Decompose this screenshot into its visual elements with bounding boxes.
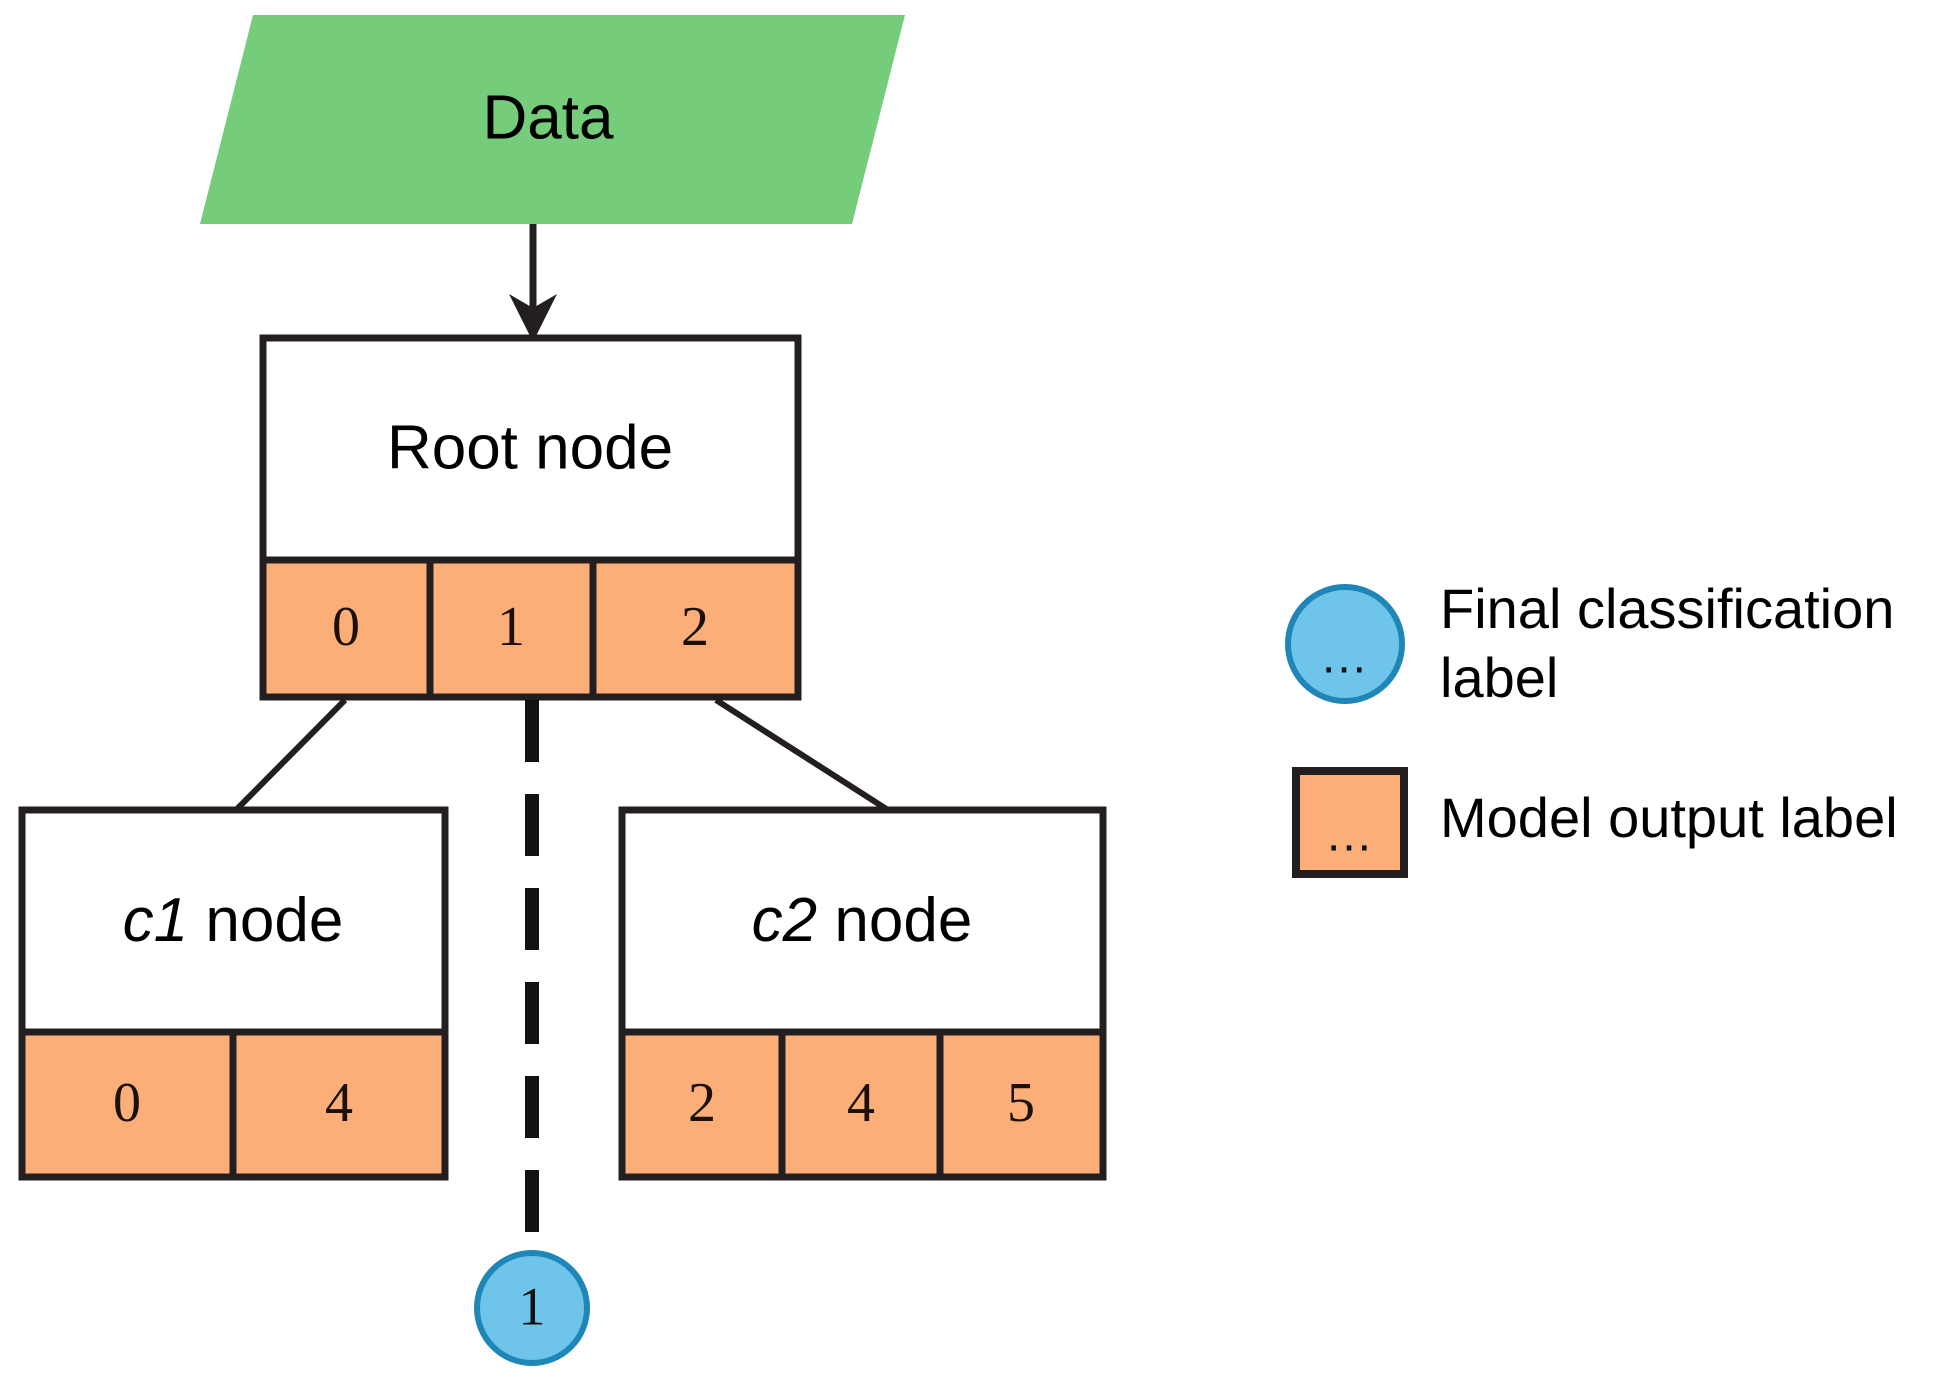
- legend-item-model-output-label[interactable]: ... Model output label: [1292, 767, 1898, 878]
- legend-square-ellipsis: ...: [1327, 809, 1373, 862]
- legend-label-final-classification-line1: Final classification: [1440, 577, 1894, 640]
- c1-node-cell-0-value: 0: [113, 1072, 141, 1134]
- edge-data-to-root: [509, 224, 557, 342]
- c2-node-group[interactable]: c2 node 2 4 5: [618, 806, 1107, 1181]
- root-node-cell-2-value: 2: [681, 596, 709, 658]
- c1-node-cell-1-value: 4: [325, 1072, 353, 1134]
- c2-node-cell-0[interactable]: [618, 1028, 786, 1181]
- c2-node-title: c2 node: [752, 886, 973, 955]
- c2-node-body[interactable]: [618, 806, 1107, 1036]
- c1-node-cell-1[interactable]: [229, 1028, 449, 1181]
- c2-node-cell-1[interactable]: [778, 1028, 944, 1181]
- c1-node-title: c1 node: [123, 886, 344, 955]
- c2-node-cell-2-value: 5: [1007, 1072, 1035, 1134]
- c2-node-title-italic: c2: [752, 886, 817, 955]
- legend-circle-icon: [1285, 584, 1405, 704]
- root-node-cell-1-value: 1: [497, 596, 525, 658]
- edge-root-to-c2: [714, 697, 890, 813]
- root-node-title: Root node: [387, 413, 673, 482]
- c1-node-body[interactable]: [18, 806, 449, 1036]
- root-node-cell-2[interactable]: [589, 556, 802, 701]
- c2-node-cell-2[interactable]: [936, 1028, 1107, 1181]
- c1-node-group[interactable]: c1 node 0 4: [18, 806, 449, 1181]
- root-node-group[interactable]: Root node 0 1 2: [259, 334, 802, 701]
- c2-node-cell-0-value: 2: [688, 1072, 716, 1134]
- data-shape-group[interactable]: Data: [200, 15, 905, 224]
- legend-circle-ellipsis: ...: [1322, 631, 1368, 684]
- c1-node-title-rest: node: [188, 886, 343, 955]
- root-node-cell-0-value: 0: [332, 596, 360, 658]
- data-parallelogram[interactable]: [200, 15, 905, 224]
- root-node-cell-0[interactable]: [259, 556, 434, 701]
- legend-square-icon: [1292, 767, 1408, 878]
- root-node-cells: 0 1 2: [259, 556, 802, 701]
- edge-data-to-root-arrowhead: [509, 294, 557, 342]
- root-node-cell-1[interactable]: [426, 556, 597, 701]
- c2-node-cell-1-value: 4: [847, 1072, 875, 1134]
- final-label-group[interactable]: 1: [474, 1250, 590, 1366]
- legend: ... Final classification label ... Model…: [1285, 577, 1898, 878]
- c2-node-cells: 2 4 5: [618, 1028, 1107, 1181]
- final-label-circle[interactable]: [474, 1250, 590, 1366]
- final-label-value: 1: [519, 1276, 546, 1336]
- data-label: Data: [483, 83, 614, 152]
- legend-item-final-classification-label[interactable]: ... Final classification label: [1285, 577, 1894, 709]
- root-node-body[interactable]: [259, 334, 802, 564]
- c1-node-cells: 0 4: [18, 1028, 449, 1181]
- edge-root-to-c1: [233, 697, 348, 813]
- c1-node-title-italic: c1: [123, 886, 188, 955]
- legend-label-model-output: Model output label: [1440, 786, 1898, 849]
- legend-label-final-classification-line2: label: [1440, 646, 1558, 709]
- c2-node-title-rest: node: [817, 886, 972, 955]
